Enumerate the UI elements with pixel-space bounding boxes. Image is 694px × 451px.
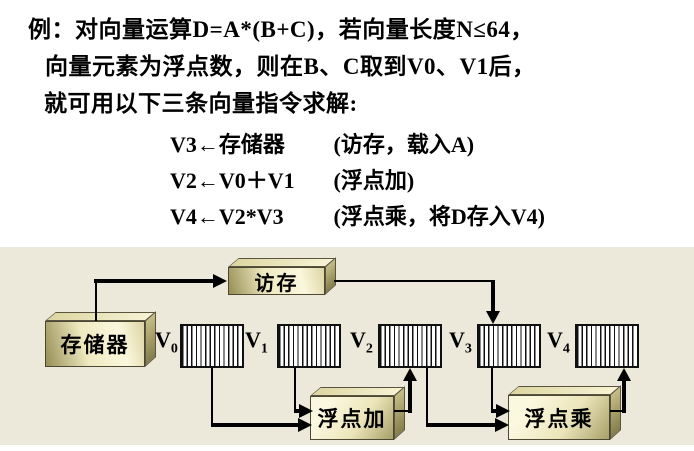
register-v4-label: V4 <box>547 327 570 357</box>
arrow-v2-to-fmul-line <box>426 423 496 427</box>
instruction-3-code: V4←V2*V3 <box>170 204 284 229</box>
intro-line-1: 例：对向量运算D=A*(B+C)，若向量长度N≤64， <box>28 17 534 42</box>
register-v2-block <box>378 324 442 368</box>
instruction-3-comment: (浮点乘，将D存入V4) <box>333 204 545 229</box>
register-v2-label: V2 <box>350 327 373 357</box>
instruction-1: V3←存储器 (访存，载入A) <box>170 127 474 159</box>
memory-box-top-face <box>45 312 156 321</box>
register-v3-block <box>477 324 541 368</box>
memory-box: 存储器 <box>45 311 156 367</box>
instruction-2: V2←V0＋V1 (浮点加) <box>170 163 414 195</box>
register-v0-block <box>180 324 244 368</box>
register-v0-label: V0 <box>155 327 178 357</box>
arrow-v3-to-fmul-head <box>496 404 510 418</box>
arrow-v1-to-fadd-line <box>294 409 300 413</box>
float-add-box-top-face <box>310 387 405 396</box>
arrow-fmul-to-v4-head <box>617 368 631 381</box>
float-mul-box: 浮点乘 <box>508 385 621 440</box>
float-mul-box-label: 浮点乘 <box>508 395 610 440</box>
line-access-right <box>334 280 494 282</box>
mem-access-box: 访存 <box>228 257 336 295</box>
arrow-fmul-to-v4-line <box>622 379 626 413</box>
float-add-box-label: 浮点加 <box>310 396 394 440</box>
instruction-1-comment: (访存，载入A) <box>333 132 475 157</box>
arrow-v0-to-fadd-line <box>211 423 299 427</box>
line-v3-down <box>491 368 493 412</box>
arrow-v2-to-fmul-head <box>495 418 509 432</box>
intro-line-3: 就可用以下三条向量指令求解: <box>44 91 358 116</box>
arrow-access-to-v3-line <box>491 280 495 312</box>
line-v2-down <box>426 368 428 425</box>
arrow-v0-to-fadd-head <box>298 418 312 432</box>
line-memory-up <box>95 281 97 321</box>
float-add-box: 浮点加 <box>310 386 405 440</box>
arrow-v3-to-fmul-line <box>491 409 497 413</box>
register-v1-block <box>277 324 341 368</box>
arrow-access-to-v3-head <box>486 311 500 324</box>
line-fadd-out <box>394 410 411 412</box>
register-v4-block <box>575 324 639 368</box>
arrow-memory-to-access-line <box>94 279 214 283</box>
instruction-2-code: V2←V0＋V1 <box>170 168 295 193</box>
memory-box-label: 存储器 <box>45 321 145 367</box>
arrow-fadd-to-v2-line <box>408 379 412 413</box>
arrow-memory-to-access-head <box>213 274 227 288</box>
instruction-3: V4←V2*V3 (浮点乘，将D存入V4) <box>170 199 545 231</box>
register-v3-label: V3 <box>449 327 472 357</box>
instruction-2-comment: (浮点加) <box>333 168 415 193</box>
line-v0-down <box>211 368 213 425</box>
mem-access-box-label: 访存 <box>228 267 325 295</box>
register-v1-label: V1 <box>245 327 268 357</box>
line-v1-down <box>294 368 296 412</box>
float-mul-box-top-face <box>508 386 621 395</box>
arrow-fadd-to-v2-head <box>403 368 417 381</box>
line-fmul-out <box>610 410 626 412</box>
instruction-1-code: V3←存储器 <box>170 132 285 157</box>
arrow-v1-to-fadd-head <box>299 404 313 418</box>
intro-line-2: 向量元素为浮点数，则在B、C取到V0、V1后， <box>45 54 536 79</box>
